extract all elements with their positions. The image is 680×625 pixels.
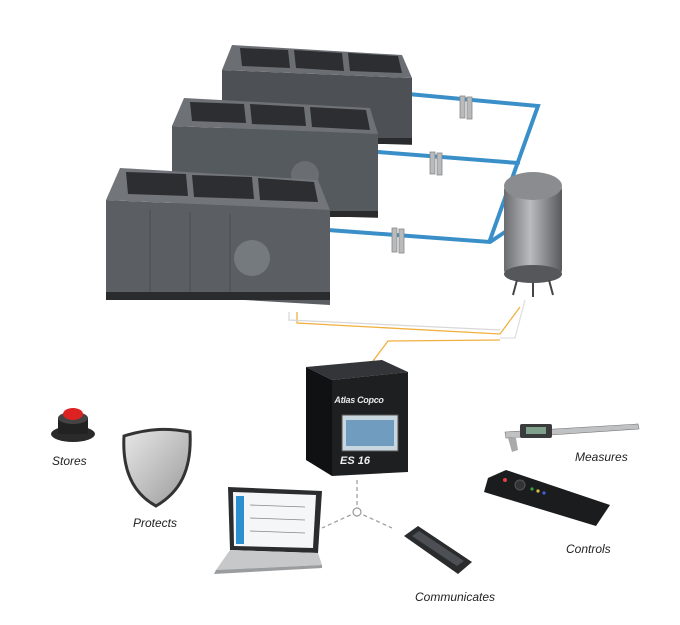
controller-box-icon [306,360,408,476]
dryer-filter-icon [391,95,473,254]
signal-lines [288,299,526,366]
compressor-icon [106,168,330,305]
smartphone-icon [404,526,472,574]
laptop-icon [214,487,322,574]
communicates-label: Communicates [415,590,496,604]
controller-model-label: ES 16 [340,455,370,467]
controls-label: Controls [566,542,611,556]
shield-icon [122,427,192,508]
stop-button-icon [51,408,95,442]
protects-label: Protects [133,516,178,530]
air-receiver-tank-icon [504,172,562,297]
connector-hub [352,507,362,517]
measures-label: Measures [575,450,628,464]
stores-label: Stores [52,454,87,468]
controller-brand-label: Atlas Copco [334,395,384,405]
caliper-icon [504,423,640,452]
connector-node [321,480,393,529]
remote-control-icon [484,470,610,526]
